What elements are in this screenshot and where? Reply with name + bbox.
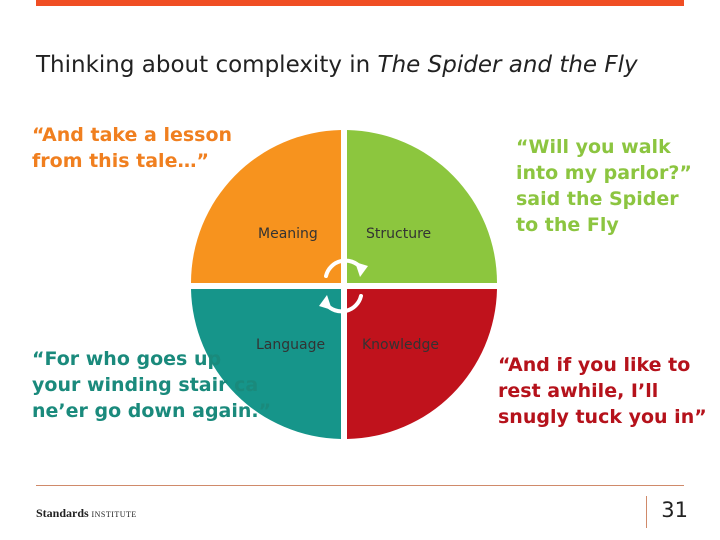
quote-line: to the Fly [516, 214, 619, 236]
page-number: 31 [661, 498, 688, 522]
label-knowledge: Knowledge [362, 337, 439, 353]
quote-bottom-left: “For who goes up your winding stair ca n… [32, 346, 271, 424]
quote-line: from this tale…” [32, 150, 209, 172]
quote-bottom-right: “And if you like to rest awhile, I’ll sn… [498, 352, 707, 430]
quadrant-meaning [191, 130, 341, 283]
title-italic: The Spider and the Fly [377, 52, 638, 78]
quadrant-knowledge [347, 289, 497, 439]
quote-line: “And if you like to [498, 354, 691, 376]
quote-line: into my parlor?” [516, 162, 692, 184]
quadrant-language [191, 289, 341, 439]
quote-line: rest awhile, I’ll [498, 380, 659, 402]
top-accent-bar [36, 0, 684, 6]
label-structure: Structure [366, 226, 431, 242]
footer-divider [36, 485, 684, 486]
label-language: Language [256, 337, 325, 353]
quote-line: said the Spider [516, 188, 679, 210]
logo-strong-text: Standards [36, 506, 89, 520]
quote-top-left: “And take a lesson from this tale…” [32, 122, 232, 174]
logo-sub-text: INSTITUTE [91, 510, 137, 519]
quote-line: “And take a lesson [32, 124, 233, 146]
quote-line: “For who goes up [32, 348, 222, 370]
page-number-box: 31 [646, 496, 688, 528]
quote-line: your winding stair ca [32, 374, 259, 396]
quadrant-structure [347, 130, 497, 283]
quote-line: snugly tuck you in” [498, 406, 707, 428]
label-meaning: Meaning [258, 226, 318, 242]
standards-institute-logo: Standards INSTITUTE [36, 506, 137, 521]
quote-line: “Will you walk [516, 136, 671, 158]
title-prefix: Thinking about complexity in [36, 52, 378, 78]
quote-line: ne’er go down again.” [32, 400, 272, 422]
arrow-heads-icon [319, 262, 368, 310]
quote-top-right: “Will you walk into my parlor?” said the… [516, 134, 692, 238]
slide-title: Thinking about complexity in The Spider … [36, 52, 638, 78]
